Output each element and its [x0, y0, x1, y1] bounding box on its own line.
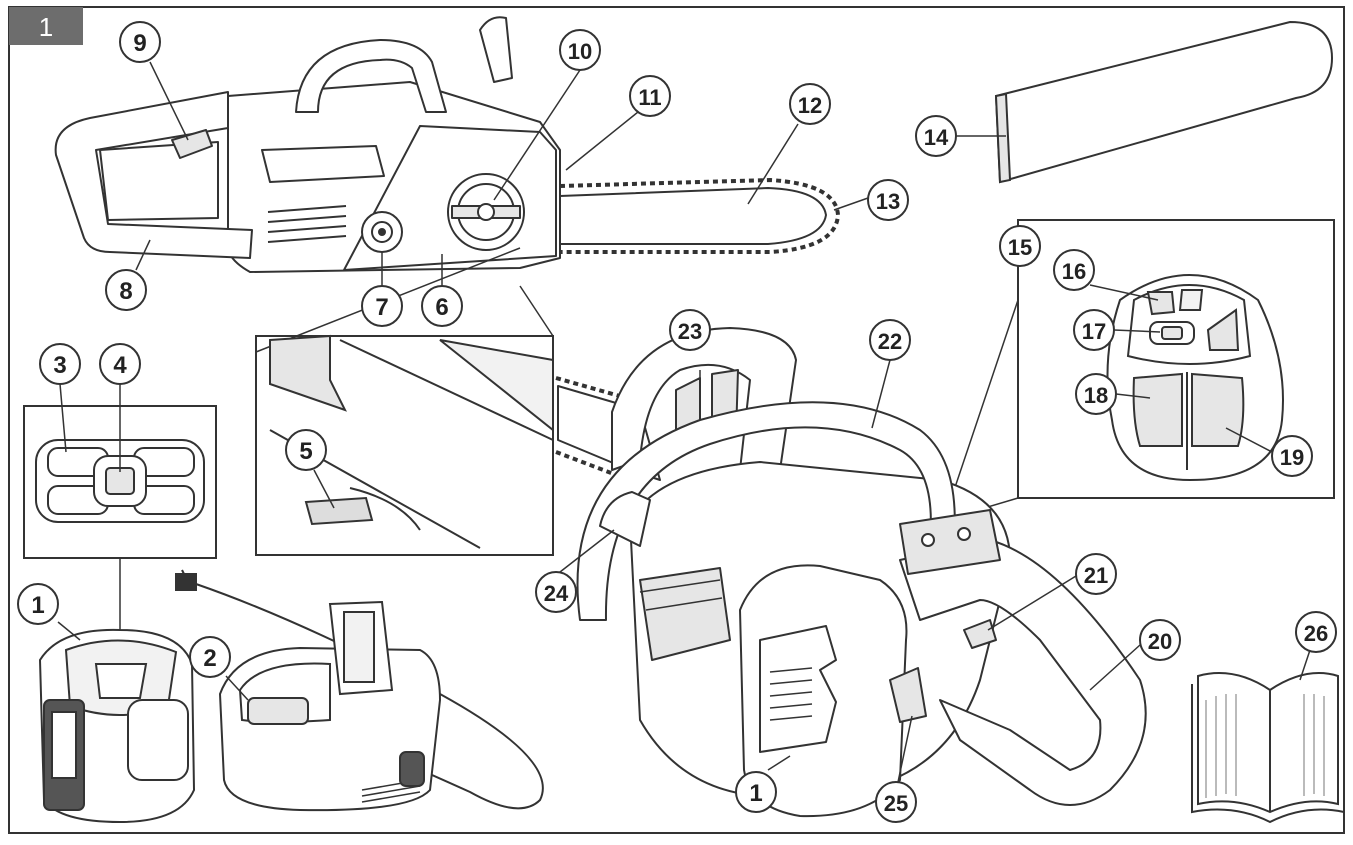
- callout-18: 18: [1075, 373, 1117, 415]
- svg-text:26: 26: [1304, 621, 1328, 646]
- leader-lines: [57, 61, 1311, 783]
- svg-text:3: 3: [53, 352, 66, 379]
- callout-6: 6: [421, 285, 463, 327]
- svg-text:12: 12: [798, 93, 822, 118]
- svg-text:7: 7: [375, 294, 388, 321]
- callout-22: 22: [869, 319, 911, 361]
- callout-24: 24: [535, 571, 577, 613]
- svg-text:13: 13: [876, 189, 900, 214]
- callout-17: 17: [1073, 309, 1115, 351]
- svg-text:4: 4: [113, 352, 127, 379]
- svg-text:5: 5: [299, 438, 312, 465]
- callout-26: 26: [1295, 611, 1337, 653]
- callout-25: 25: [875, 781, 917, 823]
- svg-text:10: 10: [568, 39, 592, 64]
- callout-5: 5: [285, 429, 327, 471]
- saw-chain: [559, 178, 840, 254]
- svg-text:20: 20: [1148, 629, 1172, 654]
- svg-text:21: 21: [1084, 563, 1108, 588]
- battery-charger: [175, 569, 544, 812]
- bar-cover: [994, 20, 1334, 184]
- callout-21: 21: [1075, 553, 1117, 595]
- callout-4: 4: [99, 343, 141, 385]
- svg-text:11: 11: [638, 85, 661, 110]
- instruction-manual: [1191, 672, 1345, 824]
- svg-text:1: 1: [749, 780, 762, 807]
- svg-text:19: 19: [1280, 445, 1304, 470]
- callout-12: 12: [789, 83, 831, 125]
- callout-16: 16: [1053, 249, 1095, 291]
- callout-10: 10: [559, 29, 601, 71]
- callout-11: 11: [629, 75, 671, 117]
- svg-text:25: 25: [884, 791, 908, 816]
- svg-text:16: 16: [1062, 259, 1086, 284]
- callouts: 1 1 2 3 4 5 6 7: [17, 21, 1337, 823]
- svg-text:14: 14: [924, 125, 949, 150]
- callout-14: 14: [915, 115, 957, 157]
- front-handle: [295, 39, 447, 113]
- svg-text:18: 18: [1084, 383, 1108, 408]
- main-rear-handle: [899, 539, 1147, 806]
- callout-3: 3: [39, 343, 81, 385]
- svg-text:6: 6: [435, 294, 448, 321]
- callout-1: 1: [735, 771, 777, 813]
- callout-7: 7: [361, 285, 403, 327]
- battery-pack: [38, 628, 196, 824]
- svg-text:17: 17: [1082, 319, 1106, 344]
- trigger: [171, 129, 213, 159]
- chainsaw-side-view: [54, 16, 840, 273]
- svg-text:22: 22: [878, 329, 902, 354]
- figure-number-tag: 1: [9, 7, 83, 45]
- chain-brake-lever: [479, 16, 513, 83]
- charger-cord: [195, 583, 544, 810]
- callout-19: 19: [1271, 435, 1313, 477]
- svg-text:2: 2: [203, 645, 216, 672]
- rear-handle: [54, 91, 253, 259]
- callout-20: 20: [1139, 619, 1181, 661]
- callout-8: 8: [105, 269, 147, 311]
- callout-1: 1: [17, 583, 59, 625]
- chainsaw-main-view: [555, 327, 1147, 818]
- figure-number: 1: [39, 12, 53, 42]
- callout-23: 23: [669, 309, 711, 351]
- svg-text:9: 9: [133, 30, 146, 57]
- svg-text:8: 8: [119, 278, 132, 305]
- callout-13: 13: [867, 179, 909, 221]
- svg-text:24: 24: [544, 581, 569, 606]
- callout-9: 9: [119, 21, 161, 63]
- svg-text:15: 15: [1008, 235, 1032, 260]
- svg-text:23: 23: [678, 319, 702, 344]
- battery-detail-box: [23, 405, 217, 660]
- svg-text:1: 1: [31, 592, 44, 619]
- callout-15: 15: [999, 225, 1041, 267]
- callout-2: 2: [189, 636, 231, 678]
- guide-bar: [559, 187, 827, 245]
- vents: [267, 205, 347, 243]
